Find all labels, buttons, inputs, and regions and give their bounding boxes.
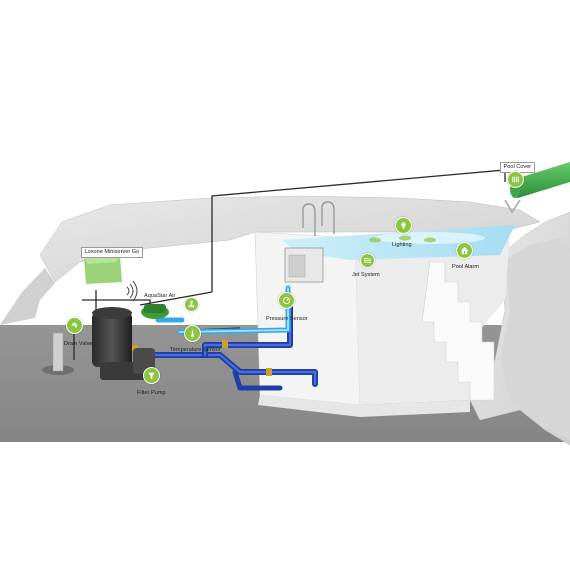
- faucet-icon: [66, 317, 83, 334]
- control-wires: [73, 169, 506, 360]
- pool-cover-bracket: [504, 199, 521, 214]
- pool-cover-roller: [510, 162, 570, 198]
- aquastar-valve-body: [144, 304, 166, 313]
- valve-icon: [184, 297, 199, 312]
- pressure-sensor-label: Pressure Sensor: [266, 316, 308, 322]
- pool-ladder: [302, 201, 335, 236]
- pool-alarm-label: Pool Alarm: [452, 264, 480, 270]
- lighting-label: Lighting: [392, 242, 412, 248]
- skimmer-inner: [288, 254, 306, 278]
- pool-steps: [421, 261, 495, 401]
- drain-pipe: [52, 332, 64, 372]
- filter-tank-top: [92, 307, 132, 319]
- thermometer-icon: [184, 325, 201, 342]
- pool-floor: [258, 395, 470, 417]
- miniserver-label: Loxone Miniserver Go: [81, 247, 143, 258]
- left-rock: [0, 268, 55, 325]
- gauge-icon: [278, 292, 295, 309]
- wireless-icon: [126, 280, 138, 302]
- temperature-sensor-label: Temperature Sensor: [170, 347, 221, 353]
- filter-tank: [92, 312, 132, 367]
- underwater-lights: [369, 235, 436, 243]
- drain-valve-label: Drain Valve: [64, 341, 93, 347]
- right-rock-shade: [500, 238, 570, 440]
- jet-system-label: Jet System: [352, 272, 380, 278]
- aquastar-label: AquaStar Air: [144, 293, 176, 299]
- lightbulb-icon: [395, 217, 412, 234]
- filter-pump-label: Filter Pump: [137, 390, 166, 396]
- shutter-icon: [507, 171, 524, 188]
- miniserver-device-shade: [84, 256, 120, 264]
- waves-icon: [360, 253, 375, 268]
- house-alarm-icon: [456, 242, 473, 259]
- funnel-icon: [143, 367, 160, 384]
